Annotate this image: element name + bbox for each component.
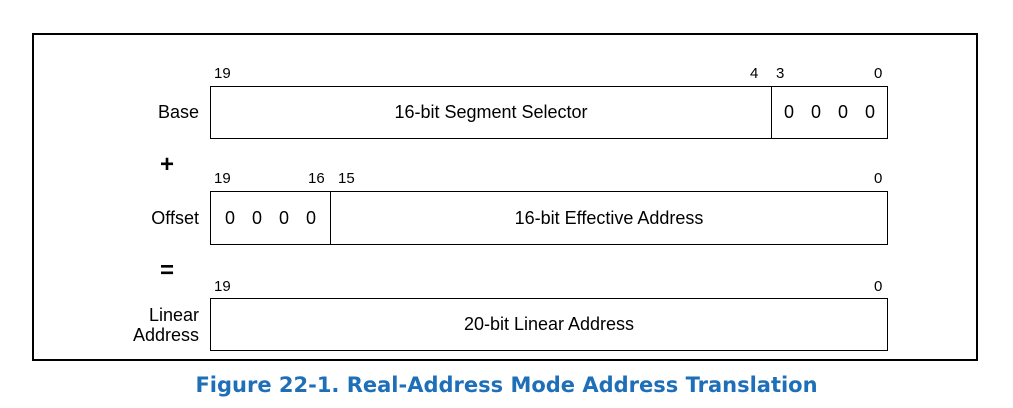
- offset-bit-19: 19: [214, 170, 231, 187]
- base-bit-19: 19: [214, 65, 231, 82]
- equals-operator: =: [160, 257, 175, 284]
- base-bit-0: 0: [874, 65, 883, 82]
- linear-bit-0: 0: [874, 278, 883, 295]
- base-label: Base: [157, 102, 199, 122]
- base-bit-3: 3: [776, 65, 785, 82]
- base-zero-bits-field: 0 0 0 0: [783, 102, 882, 122]
- offset-zero-bits-field: 0 0 0 0: [211, 192, 331, 244]
- offset-bit-0: 0: [874, 170, 883, 187]
- offset-bit-15: 15: [338, 170, 355, 187]
- plus-operator: +: [160, 151, 175, 178]
- linear-address-label-line1: Linear: [148, 305, 199, 325]
- linear-address-label-line2: Address: [132, 325, 199, 345]
- offset-bit-16: 16: [308, 170, 325, 187]
- diagram-frame: [32, 33, 978, 361]
- offset-register: 0 0 0 0 16-bit Effective Address: [210, 191, 888, 245]
- linear-bit-19: 19: [214, 278, 231, 295]
- base-register: 16-bit Segment Selector 0 0 0 0: [210, 86, 888, 139]
- figure-caption: Figure 22-1. Real-Address Mode Address T…: [195, 373, 818, 397]
- segment-selector-field: 16-bit Segment Selector: [211, 87, 772, 138]
- linear-address-register: 20-bit Linear Address: [210, 298, 888, 351]
- base-bit-4: 4: [750, 65, 759, 82]
- linear-address-field: 20-bit Linear Address: [463, 314, 635, 334]
- effective-address-field: 16-bit Effective Address: [514, 207, 704, 228]
- offset-label: Offset: [151, 208, 199, 228]
